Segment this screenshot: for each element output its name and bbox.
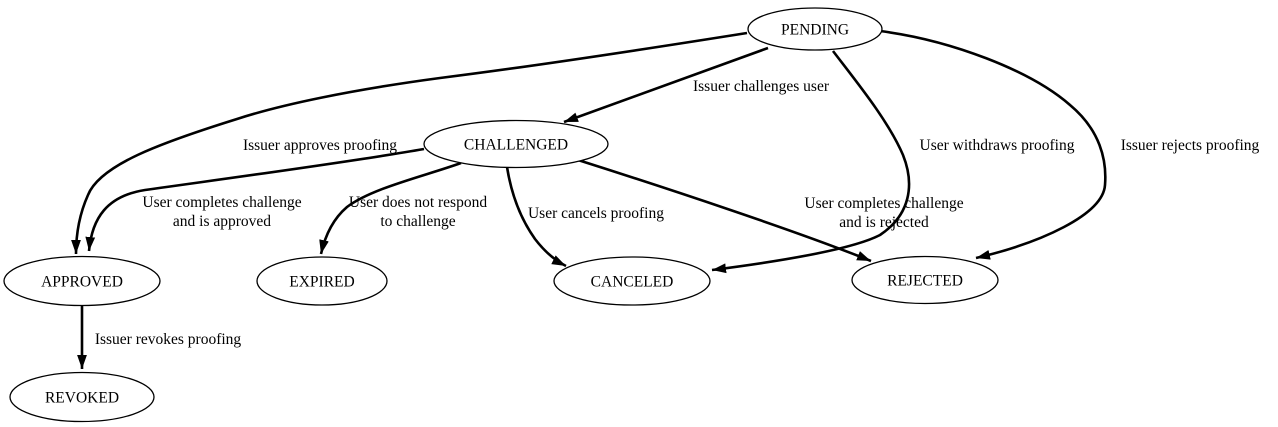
edge-pending-to-approved [71,31,748,255]
node-challenged-label: CHALLENGED [464,137,568,154]
edge-challenged-to-canceled [505,166,567,268]
edge-pending-to-rejected [879,29,1107,260]
edge-pending-to-challenged [563,46,769,124]
edge-label-user-completes-challenge-rejected-line1: User completes challenge [804,195,963,212]
edge-challenged-to-expired [319,161,462,255]
edge-label-issuer-revokes-proofing: Issuer revokes proofing [95,331,242,348]
node-challenged: CHALLENGED [423,119,609,169]
edge-label-user-does-not-respond-line2: to challenge [380,213,455,230]
edge-label-user-completes-challenge-approved-line1: User completes challenge [142,194,301,211]
node-canceled-ellipse [553,256,711,306]
node-revoked-label: REVOKED [45,390,119,407]
node-canceled: CANCELED [553,256,711,306]
node-revoked-ellipse [9,371,155,423]
node-revoked: REVOKED [9,371,155,423]
node-pending-ellipse [747,7,883,51]
node-pending-label: PENDING [781,22,849,39]
node-pending: PENDING [747,7,883,51]
edge-label-user-completes-challenge-approved-line2: and is approved [173,213,271,230]
edge-label-user-does-not-respond-line1: User does not respond [349,194,487,211]
node-canceled-label: CANCELED [591,274,674,291]
node-challenged-ellipse [423,119,609,169]
node-approved-ellipse [3,255,161,307]
node-expired: EXPIRED [256,256,388,306]
node-expired-ellipse [256,256,388,306]
nodes: PENDING CHALLENGED APPROVED EXPIRED CANC… [3,7,999,423]
edge-label-user-withdraws-proofing: User withdraws proofing [920,137,1075,154]
edges [71,29,1107,369]
node-approved: APPROVED [3,255,161,307]
edge-label-user-cancels-proofing: User cancels proofing [528,205,664,222]
node-rejected-ellipse [851,255,999,305]
edge-labels: Issuer challenges user Issuer approves p… [95,78,1260,348]
edge-label-issuer-rejects-proofing: Issuer rejects proofing [1121,137,1260,154]
edge-label-issuer-challenges-user: Issuer challenges user [693,78,830,95]
node-expired-label: EXPIRED [289,274,354,291]
edge-challenged-to-approved [85,147,425,252]
node-rejected-label: REJECTED [887,273,963,290]
node-rejected: REJECTED [851,255,999,305]
edge-pending-to-canceled [711,50,911,274]
edge-label-user-completes-challenge-rejected-line2: and is rejected [839,214,929,231]
node-approved-label: APPROVED [41,274,123,291]
edge-label-issuer-approves-proofing: Issuer approves proofing [243,137,397,154]
